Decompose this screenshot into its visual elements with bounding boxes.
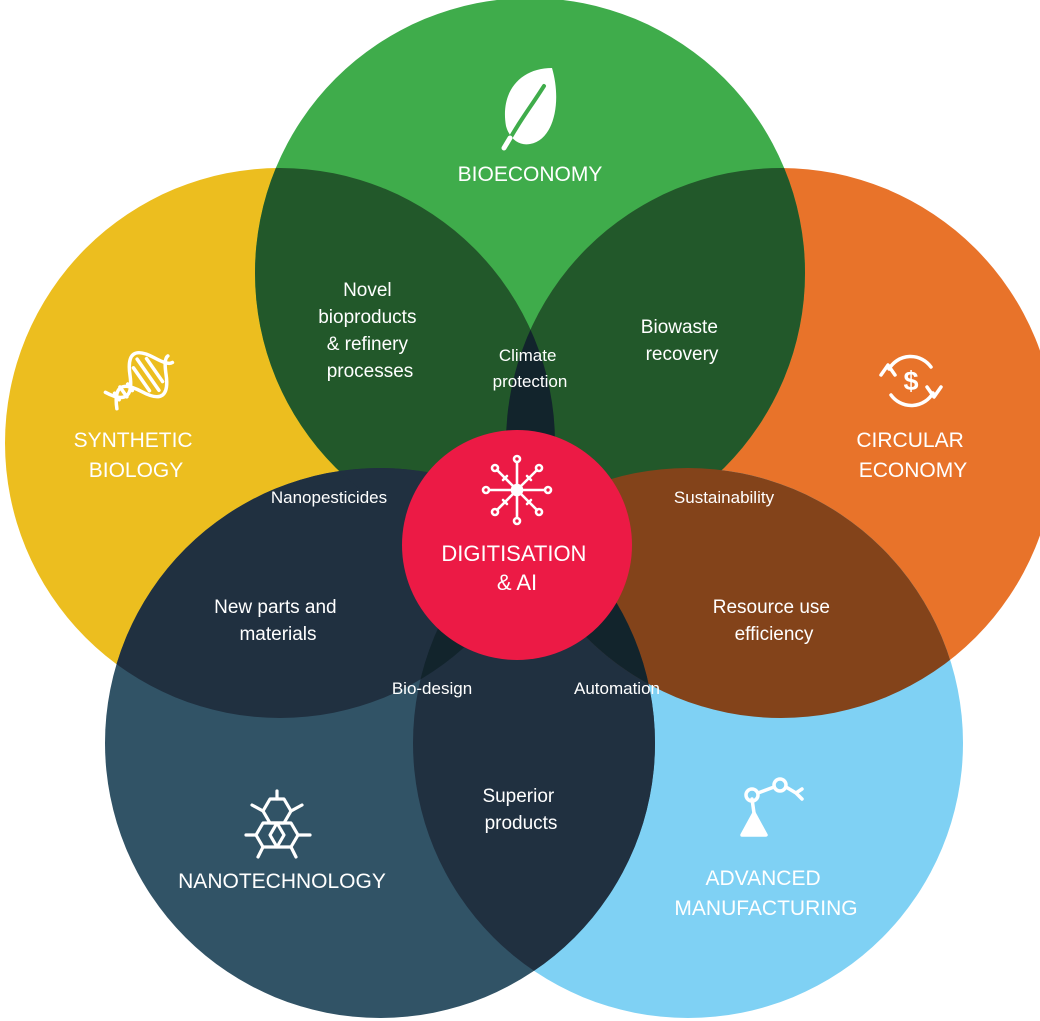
digitisation-ai-circle [402, 430, 632, 660]
new-parts-materials-label: New parts and materials [214, 597, 342, 645]
climate-protection-label: Climate protection [493, 346, 568, 391]
sustainability-label: Sustainability [674, 488, 775, 507]
bio-design-label: Bio-design [392, 679, 472, 698]
network-hub-icon [483, 456, 551, 524]
biowaste-recovery-label: Biowaste recovery [641, 317, 723, 365]
dollar-glyph: $ [903, 366, 918, 396]
bioeconomy-label: BIOECONOMY [458, 163, 603, 186]
synthetic-biology-label: SYNTHETIC BIOLOGY [74, 429, 199, 482]
advanced-manufacturing-label: ADVANCED MANUFACTURING [674, 867, 857, 920]
hexagon-network-icon [246, 791, 310, 857]
dna-icon [97, 339, 185, 421]
nanopesticides-label: Nanopesticides [271, 488, 387, 507]
digitisation-ai-label: DIGITISATION & AI [441, 541, 592, 595]
superior-products-label: Superior products [482, 786, 559, 834]
circular-economy-label: CIRCULAR ECONOMY [856, 429, 969, 482]
resource-use-efficiency-label: Resource use efficiency [713, 597, 836, 645]
automation-label: Automation [574, 679, 660, 698]
novel-bioproducts-label: Novel bioproducts & refinery processes [318, 280, 422, 382]
circular-dollar-icon: $ [881, 357, 941, 406]
leaf-icon [504, 68, 557, 148]
robot-arm-icon [742, 779, 802, 835]
nanotechnology-label: NANOTECHNOLOGY [178, 870, 386, 893]
